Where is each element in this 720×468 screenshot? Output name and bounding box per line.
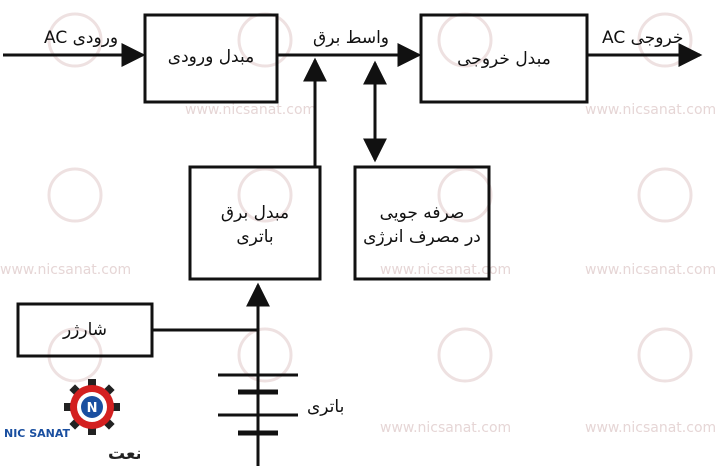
watermark-url: www.nicsanat.com [185,102,317,118]
watermark-url: www.nicsanat.com [585,420,717,436]
watermark-url: www.nicsanat.com [585,102,717,118]
watermark-url: www.nicsanat.com [0,262,132,278]
battery-converter-label-line2: باتری [236,227,274,247]
output-converter-label: مبدل خروجی [457,49,551,69]
battery-converter-label-line1: مبدل برق [220,203,290,223]
energy-saving-box [353,165,491,281]
logo-text-latin: NIC SANAT [4,427,71,440]
ac-input-label: ورودی AC [44,28,119,48]
logo-text-persian: نیک صنعت [108,444,140,464]
svg-text:N: N [87,401,98,416]
battery-converter-label: مبدل برق باتری [190,201,320,249]
energy-saving-label-line2: در مصرف انرژی [363,227,481,247]
battery-label: باتری [307,397,345,417]
nic-sanat-logo: N NIC SANAT نیک صنعت [4,379,140,464]
ac-output-label: خروجی AC [602,28,684,48]
intermediate-bus-label: واسط برق [313,28,390,48]
energy-saving-label: صرفه جویی در مصرف انرژی [355,201,489,249]
battery-converter-box [188,165,322,281]
charger-label: شارژر [62,320,108,340]
watermark-url: www.nicsanat.com [585,262,717,278]
watermark-url: www.nicsanat.com [380,420,512,436]
watermark-url: www.nicsanat.com [380,262,512,278]
energy-saving-label-line1: صرفه جویی [379,203,465,223]
input-converter-label: مبدل ورودی [167,47,255,67]
